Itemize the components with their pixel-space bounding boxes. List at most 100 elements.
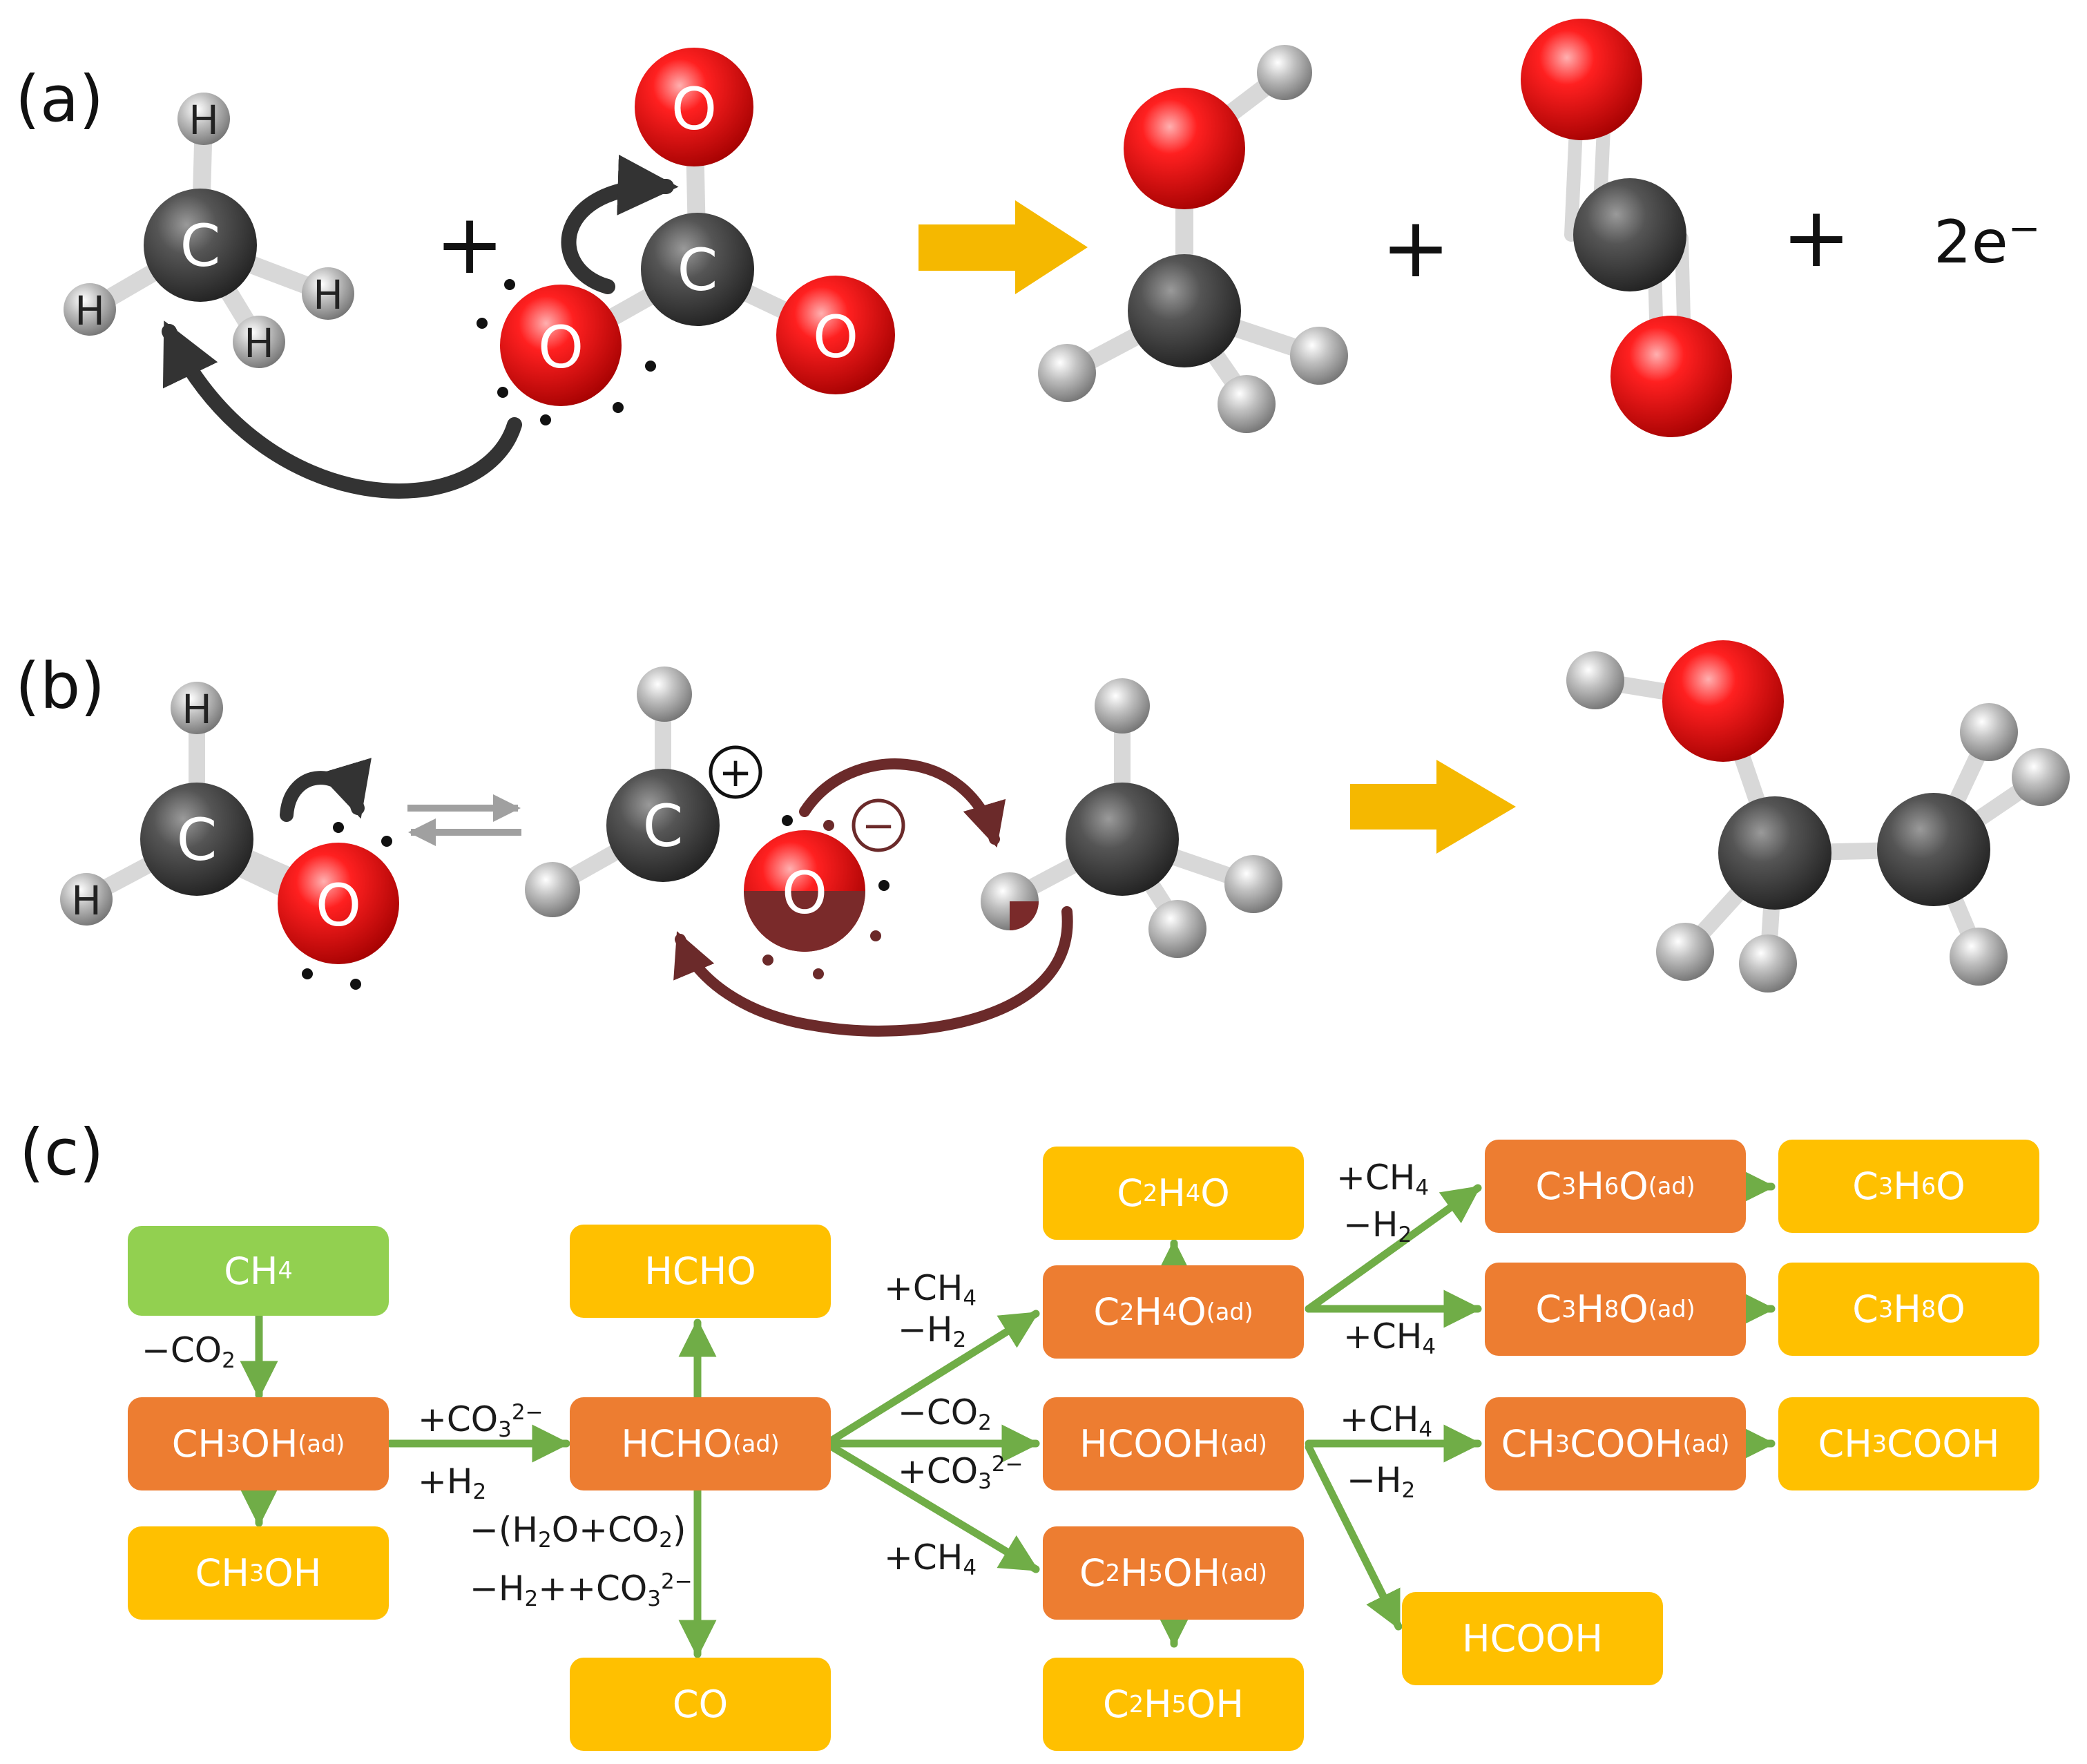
edge-label-plus-ch4-top: +CH4 (884, 1271, 977, 1309)
formula-text: O (1936, 1164, 1965, 1208)
formula-text: O+CO (551, 1510, 660, 1550)
electrons-label: 2e− (1934, 207, 2041, 277)
formula-text: OH (1162, 1551, 1221, 1595)
curved-arrow-formaldehyde (280, 758, 372, 822)
formula-text: COOH (1570, 1422, 1683, 1466)
subscript: 4 (1418, 1417, 1433, 1442)
superscript: 2− (991, 1451, 1023, 1477)
edge-label-plus-co3: +CO32− (418, 1401, 544, 1440)
formaldehyde-h-left (60, 873, 113, 926)
subscript: 4 (963, 1555, 977, 1580)
atom-label: O (316, 872, 361, 939)
ethanol-h-bottom-right (1950, 928, 2008, 986)
superscript: 2− (661, 1569, 693, 1594)
ethanol-h-top-2 (2012, 748, 2070, 806)
formula-text: HCHO (644, 1249, 756, 1293)
methyl-h-bottom (1148, 900, 1206, 958)
methane-h-left (64, 283, 116, 336)
node-co: CO (570, 1658, 831, 1751)
formula-text: H (1576, 1287, 1604, 1331)
methane-h-top (177, 93, 230, 145)
co2-o-bottom (1610, 316, 1732, 437)
formula-text: −CO (898, 1392, 979, 1432)
formula-text: +CH (1343, 1316, 1423, 1356)
formula-text: HCHO (621, 1422, 733, 1466)
panel-label-b: (b) (15, 649, 106, 723)
plus-sign: + (435, 197, 505, 293)
lone-pair-dots (302, 822, 392, 990)
negative-charge-symbol (852, 798, 905, 852)
atom-label: H (244, 320, 274, 367)
methyl-carbon (1066, 783, 1179, 896)
edge-label-plus-co3-mid: +CO32− (898, 1451, 1023, 1492)
carbonate-o-right (776, 276, 895, 394)
atom-label: H (189, 97, 219, 144)
formula-text: O (1200, 1171, 1230, 1215)
charge-label: − (862, 802, 896, 849)
node-hcooh: HCOOH (1402, 1592, 1663, 1685)
reaction-arrow-a (919, 200, 1088, 294)
lone-pair-dots (762, 815, 889, 979)
subscript: 4 (1422, 1334, 1436, 1359)
positive-charge-symbol (709, 745, 762, 799)
formula-text: C (1102, 1682, 1129, 1726)
edge-label-minus-co2-mid: −CO2 (898, 1392, 992, 1433)
edge-label-plus-ch4-acetic: +CH4 (1340, 1399, 1432, 1440)
formula-text: C (1079, 1551, 1106, 1595)
formula-text: O (1936, 1287, 1965, 1331)
formula-text: ++CO (538, 1569, 648, 1609)
formula-text: OH (1186, 1682, 1244, 1726)
subscript: 2 (952, 1327, 967, 1352)
node-hcho: HCHO (570, 1225, 831, 1318)
carbocation-carbon (606, 769, 720, 882)
subscript: 4 (963, 1285, 977, 1311)
formula-text: +CH (1340, 1399, 1419, 1439)
formula-text: CH (224, 1249, 278, 1293)
formula-text: CH (1818, 1422, 1872, 1466)
formula-text: H (1134, 1290, 1162, 1334)
edge-label-minus-h2-plus-co3: −H2++CO32− (470, 1569, 693, 1609)
formula-text: O (1177, 1290, 1206, 1334)
ethanol-h-top-1 (1960, 703, 2018, 761)
formula-text: OH (264, 1551, 322, 1595)
methanol-h-left (1038, 344, 1096, 402)
formula-text: +CO (898, 1451, 979, 1491)
formaldehyde-h-top (171, 682, 223, 734)
node-hcho-ad: HCHO(ad) (570, 1397, 831, 1490)
formula-text: H (1893, 1164, 1921, 1208)
atom-label: C (177, 806, 218, 874)
methyl-h-top (1095, 678, 1150, 734)
formula-text: CH (171, 1422, 227, 1466)
formula-text: HCOOH (1079, 1422, 1221, 1466)
edge-label-plus-ch4-c3h6o: +CH4 (1336, 1160, 1429, 1198)
subscript: 4 (1415, 1175, 1430, 1200)
edge-label-minus-h2-top: −H2 (898, 1312, 966, 1350)
ethanol-oxygen (1662, 640, 1784, 762)
subscript: 3 (647, 1586, 662, 1611)
node-hcooh-ad: HCOOH(ad) (1043, 1397, 1304, 1490)
edge-label-plus-ch4-c3h8o: +CH4 (1343, 1316, 1436, 1357)
panel-b: H H C O C + O − (60, 640, 2070, 1037)
arrow-hcooh-ad-to-hcooh (1305, 1443, 1403, 1631)
subscript: 2 (472, 1479, 487, 1504)
methane-h-bottom (233, 316, 285, 368)
atom-label: O (671, 75, 717, 143)
formula-text: H (1893, 1287, 1921, 1331)
curved-arrow-upper-b (799, 758, 1006, 848)
atom-label: H (313, 271, 343, 318)
formula-text: OH (240, 1422, 298, 1466)
carbonate-carbon (641, 213, 754, 326)
co2-o-top (1521, 19, 1642, 140)
edge-label-minus-h2-acetic: −H2 (1347, 1463, 1415, 1501)
formula-text: H (1120, 1551, 1148, 1595)
panel-label-c: (c) (19, 1115, 104, 1189)
formaldehyde-oxygen (278, 843, 399, 964)
